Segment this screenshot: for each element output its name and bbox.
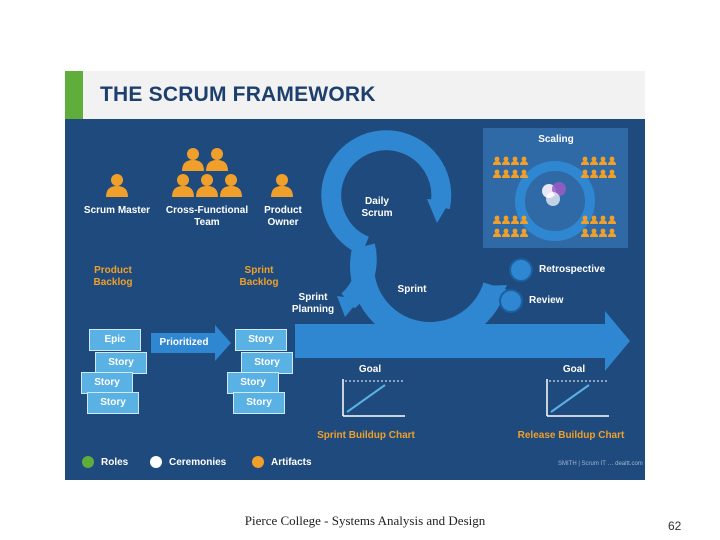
legend-roles-label: Roles xyxy=(101,457,129,468)
product-backlog-label: Product Backlog xyxy=(93,265,133,288)
prioritized-label: Prioritized xyxy=(159,337,209,348)
release-buildup-chart-label: Release Buildup Chart xyxy=(517,430,625,441)
review-circle xyxy=(499,289,523,313)
release-buildup-chart xyxy=(546,379,609,417)
slide-caption: Pierce College - Systems Analysis and De… xyxy=(244,513,486,528)
daily-scrum-label: Daily Scrum xyxy=(361,196,393,219)
sprint-card-story: Story xyxy=(233,392,285,414)
page-number: 62 xyxy=(668,519,682,533)
release-goal-label: Goal xyxy=(562,364,586,375)
legend-ceremonies-label: Ceremonies xyxy=(169,457,227,468)
sprint-planning-label: Sprint Planning xyxy=(291,292,335,315)
sprint-card-story: Story xyxy=(241,352,293,374)
sprint-card-story: Story xyxy=(235,329,287,351)
scrum-master-label: Scrum Master xyxy=(83,205,151,216)
legend-artifacts-label: Artifacts xyxy=(271,457,312,468)
sprint-label: Sprint xyxy=(397,284,427,295)
sprint-card-story: Story xyxy=(227,372,279,394)
retrospective-circle xyxy=(509,258,533,282)
prioritized-arrow xyxy=(151,325,231,361)
product-owner-figure xyxy=(271,174,293,197)
daily-scrum-loop xyxy=(321,130,452,256)
backlog-card-story: Story xyxy=(87,392,139,414)
legend-roles-dot xyxy=(82,456,94,468)
team-label: Cross-Functional Team xyxy=(165,205,249,228)
diagram-title: THE SCRUM FRAMEWORK xyxy=(100,83,376,106)
review-label: Review xyxy=(529,295,564,306)
title-bar: THE SCRUM FRAMEWORK xyxy=(65,71,645,119)
sprint-buildup-chart-label: Sprint Buildup Chart xyxy=(317,430,415,441)
image-credit: SMITH | Scrum IT … dealtt.com xyxy=(558,461,643,467)
scrum-master-figure xyxy=(106,174,128,197)
scrum-framework-image: THE SCRUM FRAMEWORK Scrum Master Cross-F… xyxy=(65,71,645,480)
backlog-card-story: Story xyxy=(81,372,133,394)
team-figures xyxy=(172,148,242,197)
scaling-label: Scaling xyxy=(538,134,574,145)
product-owner-label: Product Owner xyxy=(264,205,302,228)
sprint-buildup-chart xyxy=(342,379,405,417)
legend-artifacts-dot xyxy=(252,456,264,468)
sprint-goal-label: Goal xyxy=(358,364,382,375)
sprint-backlog-label: Sprint Backlog xyxy=(239,265,279,288)
legend-ceremonies-dot xyxy=(150,456,162,468)
title-accent xyxy=(65,71,83,119)
backlog-card-epic: Epic xyxy=(89,329,141,351)
diagram-graphics xyxy=(106,128,630,417)
retrospective-label: Retrospective xyxy=(539,264,606,275)
backlog-card-story: Story xyxy=(95,352,147,374)
